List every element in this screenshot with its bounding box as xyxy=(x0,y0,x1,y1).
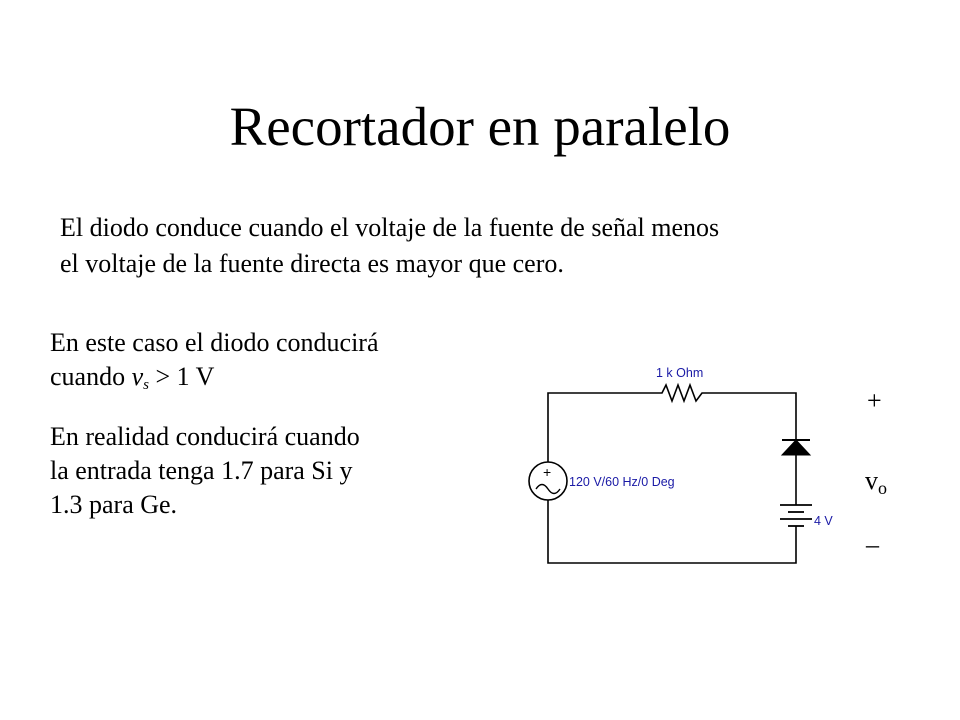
real-note-line-2: la entrada tenga 1.7 para Si y xyxy=(50,456,353,485)
real-note-line-1: En realidad conducirá cuando xyxy=(50,422,360,451)
output-v: v xyxy=(865,466,878,495)
intro-line-1: El diodo conduce cuando el voltaje de la… xyxy=(60,213,720,242)
conduction-note-line-1: En este caso el diodo conducirá xyxy=(50,328,379,357)
source-label: 120 V/60 Hz/0 Deg xyxy=(569,475,675,489)
condition-prefix: cuando xyxy=(50,362,132,391)
wire-bottom xyxy=(547,500,797,564)
resistor-symbol xyxy=(656,382,708,404)
wire-top-right xyxy=(708,392,797,432)
real-conduction-note: En realidad conducirá cuando la entrada … xyxy=(50,420,470,522)
real-note-line-3: 1.3 para Ge. xyxy=(50,490,178,519)
output-plus-sign: + xyxy=(867,386,882,415)
conduction-note: En este caso el diodo conducirá cuando v… xyxy=(50,326,470,402)
condition-suffix: > 1 V xyxy=(148,362,215,391)
diode-symbol xyxy=(780,432,812,462)
battery-label: 4 V xyxy=(814,514,833,528)
resistor-label: 1 k Ohm xyxy=(656,366,703,380)
slide-title: Recortador en paralelo xyxy=(229,96,731,157)
vs-variable: v xyxy=(131,362,144,391)
output-subscript: o xyxy=(878,478,887,498)
intro-paragraph: El diodo conduce cuando el voltaje de la… xyxy=(60,210,880,282)
vs-subscript: s xyxy=(143,377,149,393)
battery-symbol xyxy=(780,504,812,532)
conduction-note-line-2: cuando vs > 1 V xyxy=(50,360,470,402)
source-plus-sign: + xyxy=(543,464,551,480)
output-voltage-label: vo xyxy=(865,466,887,503)
ac-source-symbol xyxy=(528,461,568,501)
intro-line-2: el voltaje de la fuente directa es mayor… xyxy=(60,249,564,278)
output-minus-sign: – xyxy=(866,530,879,559)
circuit-wires xyxy=(547,392,797,564)
wire-top-left xyxy=(547,392,656,462)
